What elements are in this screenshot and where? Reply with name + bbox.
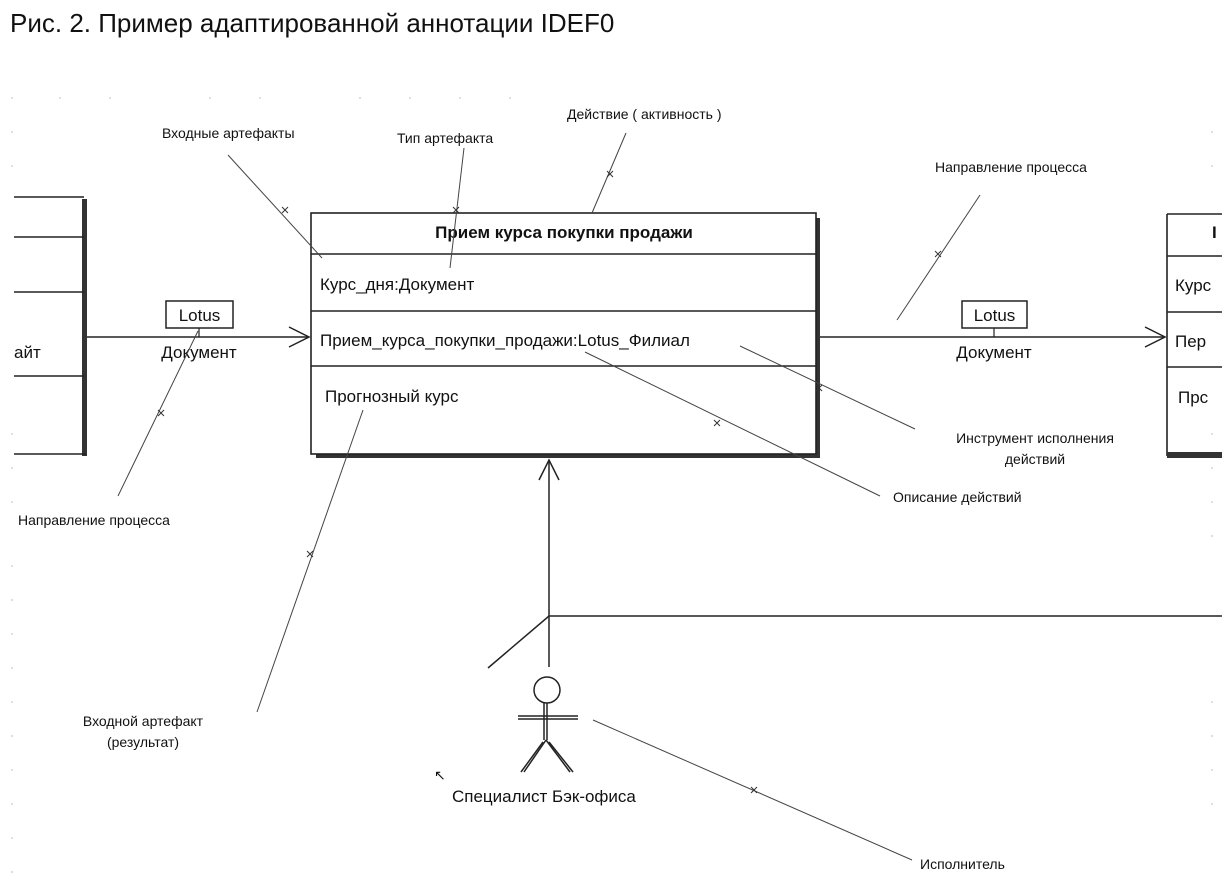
annotation-direction-top: Направление процесса	[935, 159, 1087, 175]
flow-label-left: Документ	[161, 343, 237, 362]
annotation-output-line1: Входной артефакт	[83, 713, 204, 729]
annotation-tool-line2: действий	[1005, 451, 1065, 467]
annotation-lines	[117, 132, 981, 861]
svg-text:Lotus: Lotus	[179, 306, 221, 325]
right-box-row-2: Пер	[1175, 332, 1206, 351]
figure-caption: Рис. 2. Пример адаптированной аннотации …	[10, 8, 615, 38]
annotation-action: Действие ( активность )	[567, 106, 722, 122]
actor-figure	[518, 676, 578, 773]
left-box-row-text: айт	[14, 343, 41, 362]
activity-row-mechanism: Прием_курса_покупки_продажи:Lotus_Филиал	[320, 331, 690, 350]
grid-dots	[11, 97, 1213, 873]
annotation-markers	[157, 170, 942, 794]
main-activity-box: Прием курса покупки продажи Курс_дня:Док…	[310, 212, 820, 458]
right-box-row-1: Курс	[1175, 276, 1212, 295]
right-box-title: I	[1212, 223, 1217, 242]
activity-title: Прием курса покупки продажи	[435, 223, 693, 242]
flow-arrow-left	[87, 326, 311, 348]
annotation-description: Описание действий	[893, 489, 1022, 505]
left-activity-box: айт	[14, 196, 87, 456]
right-box-row-3: Прс	[1178, 388, 1209, 407]
activity-row-output: Прогнозный курс	[325, 387, 459, 406]
mechanism-arrow	[487, 458, 1222, 669]
activity-row-input: Курс_дня:Документ	[320, 275, 474, 294]
annotation-output-line2: (результат)	[107, 734, 179, 750]
right-activity-box: I Курс Пер Прс	[1166, 213, 1222, 458]
cursor-icon: ↖	[434, 767, 446, 783]
annotation-direction-left: Направление процесса	[18, 512, 170, 528]
actor-name: Специалист Бэк-офиса	[452, 787, 636, 806]
annotation-artifact-type: Тип артефакта	[397, 130, 493, 146]
annotation-tool-line1: Инструмент исполнения	[956, 430, 1114, 446]
flow-tag-right: Lotus Документ	[956, 300, 1032, 362]
annotation-performer: Исполнитель	[920, 856, 1005, 872]
flow-label-right: Документ	[956, 343, 1032, 362]
svg-text:Lotus: Lotus	[974, 306, 1016, 325]
flow-tag-left: Lotus Документ	[161, 300, 237, 362]
annotation-input-artifacts: Входные артефакты	[162, 125, 295, 141]
flow-arrow-right	[820, 326, 1167, 348]
